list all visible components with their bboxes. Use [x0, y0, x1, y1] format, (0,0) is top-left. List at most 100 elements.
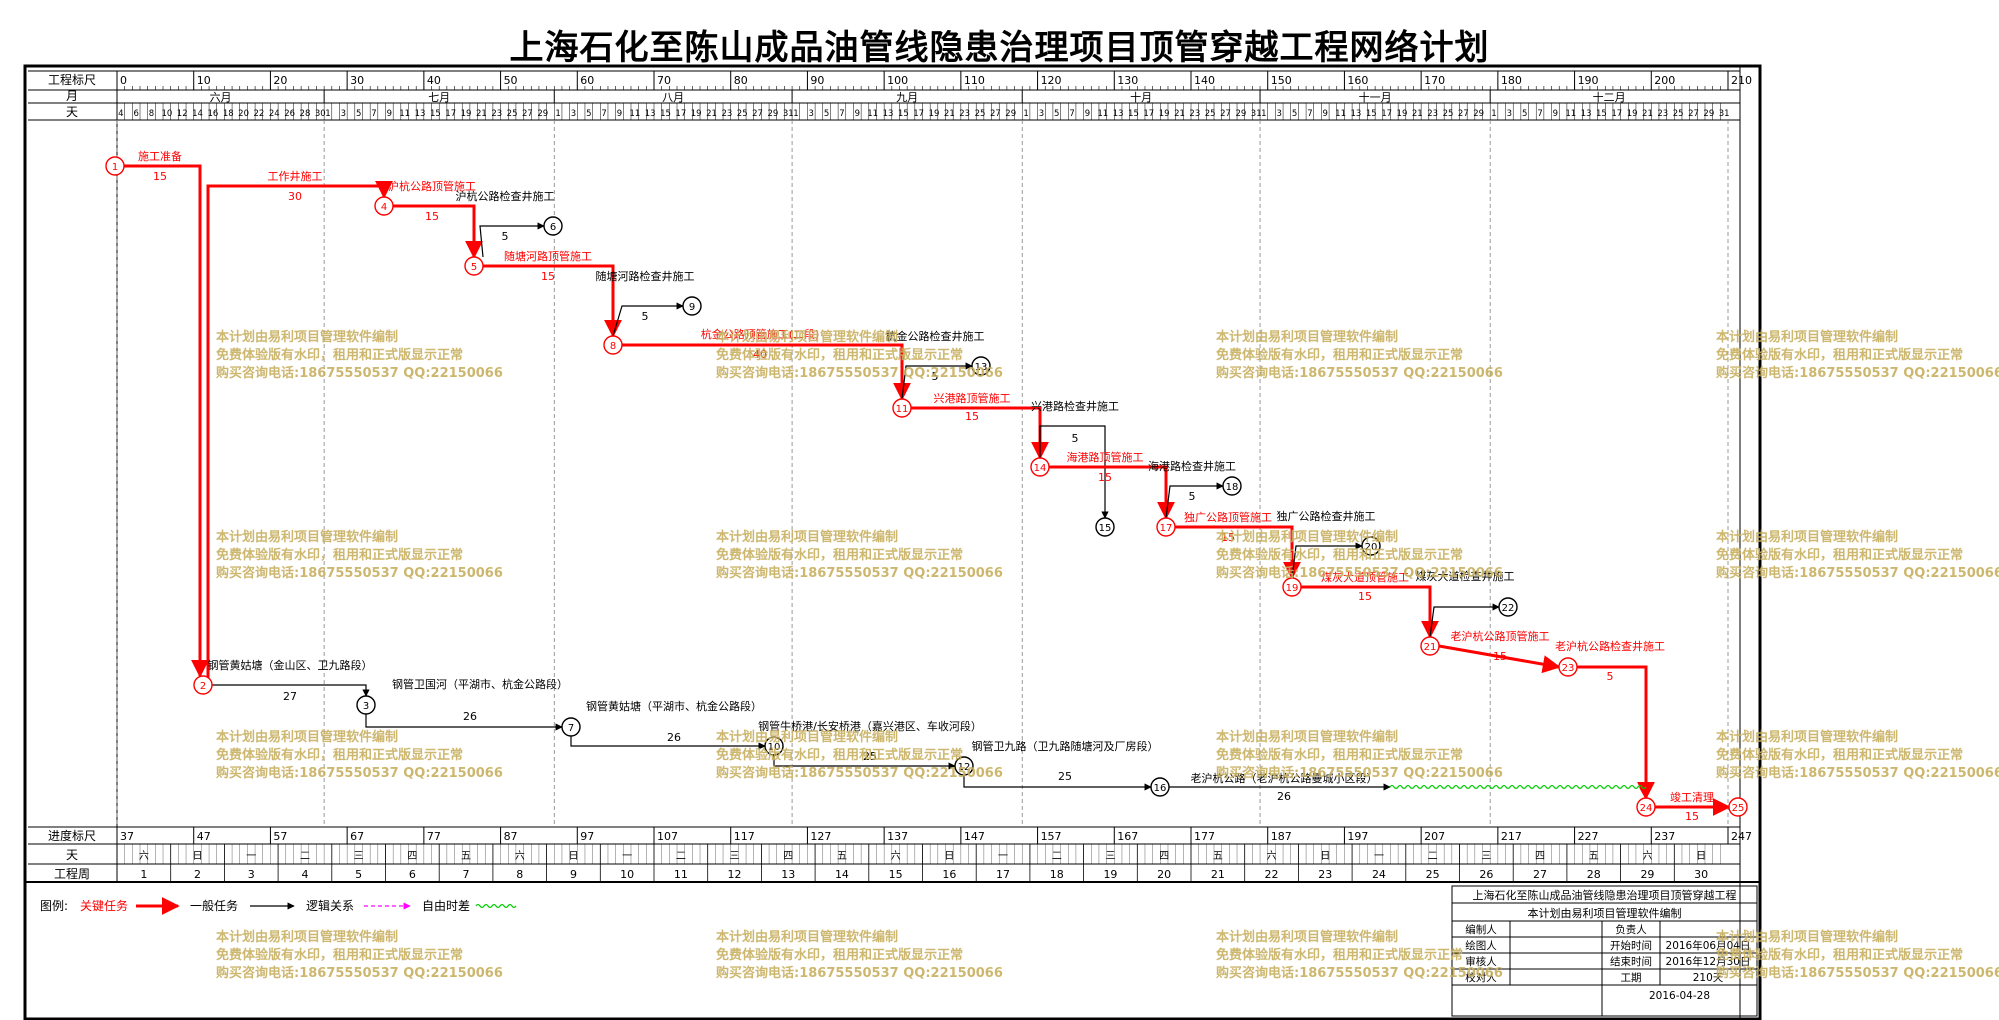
node-label-15: 15 — [1099, 523, 1112, 534]
watermark-text: 购买咨询电话:18675550537 QQ:22150066 — [216, 965, 503, 981]
day-number: 14 — [192, 109, 203, 119]
day-number: 9 — [617, 109, 622, 119]
watermark-text: 本计划由易利项目管理软件编制 — [1716, 529, 1898, 545]
node-label-11: 11 — [896, 404, 909, 415]
info-key: 结束时间 — [1610, 955, 1652, 968]
watermark-text: 免费体验版有水印，租用和正式版显示正常 — [1716, 747, 1963, 763]
edge-14-17 — [1049, 465, 1175, 520]
watermark-text: 本计划由易利项目管理软件编制 — [1216, 729, 1398, 745]
weekday-label: 四 — [1159, 851, 1169, 862]
watermark-text: 本计划由易利项目管理软件编制 — [1716, 729, 1898, 745]
node-7 — [561, 717, 581, 737]
edge-11-13 — [901, 362, 973, 400]
node-9 — [682, 296, 702, 316]
edge-4-5 — [393, 204, 483, 259]
day-number: 17 — [913, 109, 924, 119]
weekday-label: 一 — [998, 851, 1008, 862]
node-label-14: 14 — [1034, 463, 1047, 474]
day-number: 3 — [1039, 109, 1044, 119]
node-label-24: 24 — [1640, 803, 1653, 814]
day-number: 16 — [207, 109, 218, 119]
watermark-text: 本计划由易利项目管理软件编制 — [716, 529, 898, 545]
day-number: 28 — [300, 109, 311, 119]
watermark-text: 本计划由易利项目管理软件编制 — [1216, 529, 1398, 545]
watermark-text: 本计划由易利项目管理软件编制 — [1716, 329, 1898, 345]
legend-float-line — [475, 903, 517, 909]
watermark-text: 购买咨询电话:18675550537 QQ:22150066 — [1716, 765, 1999, 781]
scale-tick-label: 60 — [580, 74, 594, 87]
task-label: 施工准备 — [138, 149, 182, 163]
scale-tick-label: 40 — [427, 74, 441, 87]
watermark-text: 免费体验版有水印，租用和正式版显示正常 — [1716, 547, 1963, 563]
day-number: 29 — [1235, 109, 1246, 119]
node-label-6: 6 — [550, 222, 556, 233]
progress-tick-label: 237 — [1654, 830, 1675, 843]
day-number: 13 — [883, 109, 894, 119]
week-9: 9 — [570, 868, 577, 881]
task-duration: 15 — [1358, 590, 1372, 603]
task-label: 煤灰大道检查井施工 — [1416, 569, 1515, 583]
month-7: 十二月 — [1593, 90, 1626, 104]
task-label: 煤灰大道顶管施工 — [1321, 570, 1409, 584]
month-1: 六月 — [210, 91, 232, 104]
info-value: 2016年12月30日 — [1666, 955, 1751, 968]
week-2: 2 — [194, 868, 201, 881]
month-2: 七月 — [428, 91, 450, 104]
watermark-text: 购买咨询电话:18675550537 QQ:22150066 — [1216, 365, 1503, 381]
day-number: 21 — [1642, 109, 1653, 119]
day-number: 7 — [1069, 109, 1074, 119]
day-number: 3 — [809, 109, 814, 119]
scale-tick-label: 160 — [1347, 74, 1368, 87]
day-number: 7 — [601, 109, 606, 119]
task-duration: 15 — [153, 170, 167, 183]
day-number: 23 — [1189, 109, 1200, 119]
day-number: 19 — [929, 109, 940, 119]
task-duration: 26 — [1277, 790, 1291, 803]
scale-tick-label: 10 — [197, 74, 211, 87]
node-24 — [1636, 797, 1656, 817]
task-label: 钢管卫九路（卫九路随塘河及厂房段） — [972, 739, 1159, 753]
week-24: 24 — [1372, 868, 1386, 881]
day-number: 17 — [1611, 109, 1622, 119]
progress-tick-label: 167 — [1117, 830, 1138, 843]
day-number: 11 — [1097, 109, 1108, 119]
watermark-text: 购买咨询电话:18675550537 QQ:22150066 — [1216, 965, 1503, 981]
day-number: 25 — [1443, 109, 1454, 119]
progress-tick-label: 207 — [1424, 830, 1445, 843]
weekday-label: 日 — [1696, 851, 1706, 862]
scale-tick-label: 150 — [1271, 74, 1292, 87]
day-number: 11 — [1335, 109, 1346, 119]
task-label: 钢管牛桥港/长安桥港（嘉兴港区、车收河段） — [758, 719, 982, 733]
task-label: 海港路检查井施工 — [1148, 459, 1236, 473]
info-value: 210天 — [1693, 972, 1724, 984]
day-number: 8 — [149, 109, 154, 119]
day-number: 19 — [691, 109, 702, 119]
weekday-label: 六 — [891, 850, 901, 862]
weekday-label: 一 — [246, 851, 256, 862]
task-duration: 15 — [1098, 471, 1112, 484]
scale-tick-label: 50 — [504, 74, 518, 87]
watermark-text: 本计划由易利项目管理软件编制 — [1216, 329, 1398, 345]
scale-tick-label: 70 — [657, 74, 671, 87]
week-19: 19 — [1103, 868, 1117, 881]
day-number: 30 — [315, 109, 326, 119]
edge-14-15 — [1039, 425, 1109, 519]
day-number: 27 — [1688, 109, 1699, 119]
day-number: 27 — [1220, 109, 1231, 119]
task-label: 钢管黄姑塘（平湖市、杭金公路段） — [586, 699, 762, 713]
weekday-label: 三 — [1481, 851, 1491, 862]
day-number: 25 — [1673, 109, 1684, 119]
day-number: 11 — [1565, 109, 1576, 119]
info-key: 开始时间 — [1610, 939, 1652, 952]
task-label: 兴港路顶管施工 — [934, 391, 1011, 405]
task-label: 杭金公路顶管施工(二段) — [701, 327, 820, 341]
day-number: 7 — [1307, 109, 1312, 119]
progress-tick-label: 117 — [734, 830, 755, 843]
day-number: 19 — [1397, 109, 1408, 119]
node-label-20: 20 — [1365, 542, 1378, 553]
scale-tick-label: 80 — [734, 74, 748, 87]
task-label: 随塘河路顶管施工 — [504, 249, 592, 263]
day-number: 4 — [118, 109, 123, 119]
day-number: 31 — [1251, 109, 1262, 119]
day-number: 1 — [1491, 109, 1496, 119]
